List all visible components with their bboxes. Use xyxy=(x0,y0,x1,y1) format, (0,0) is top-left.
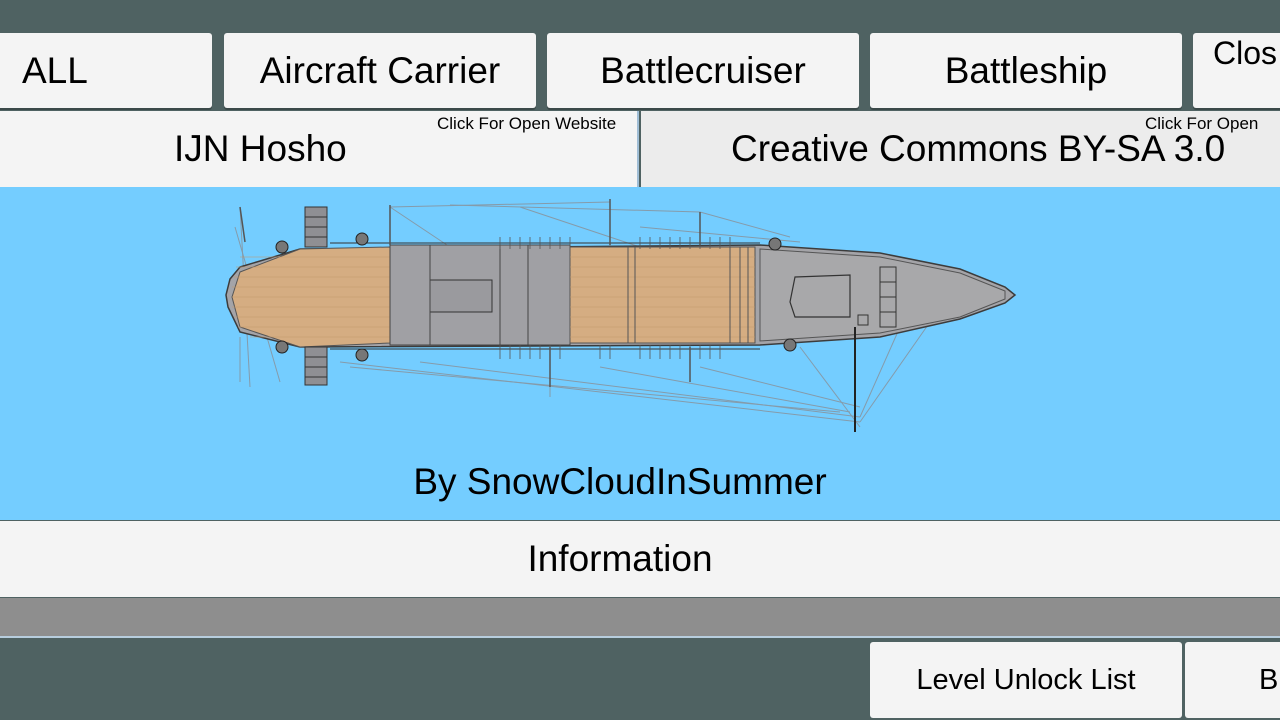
license-link[interactable]: Creative Commons BY-SA 3.0 Click For Ope… xyxy=(641,111,1280,187)
elevator xyxy=(429,279,493,313)
status-strip xyxy=(0,598,1280,638)
close-button[interactable]: Clos xyxy=(1193,33,1280,108)
license-hint: Click For Open xyxy=(1145,114,1259,133)
tab-battlecruiser[interactable]: Battlecruiser xyxy=(547,33,859,108)
aft-structures xyxy=(304,206,328,386)
information-button[interactable]: Information xyxy=(0,521,1280,597)
author-credit: By SnowCloudInSummer xyxy=(413,461,827,502)
tab-aircraft-carrier[interactable]: Aircraft Carrier xyxy=(224,33,536,108)
ship-rigging xyxy=(234,201,931,428)
ship-preview: By SnowCloudInSummer xyxy=(0,187,1280,520)
ship-name-link[interactable]: IJN Hosho Click For Open Website xyxy=(0,111,639,187)
ship-image xyxy=(225,199,1017,432)
level-unlock-list-button[interactable]: Level Unlock List xyxy=(870,642,1182,718)
license-text: Creative Commons BY-SA 3.0 xyxy=(731,128,1226,169)
ship-name-hint: Click For Open Website xyxy=(437,114,617,133)
tab-battleship[interactable]: Battleship xyxy=(870,33,1182,108)
flight-deck-forward xyxy=(569,246,756,344)
tab-all[interactable]: ALL xyxy=(0,33,212,108)
back-button[interactable]: B xyxy=(1185,642,1280,718)
ship-name: IJN Hosho xyxy=(174,128,347,169)
